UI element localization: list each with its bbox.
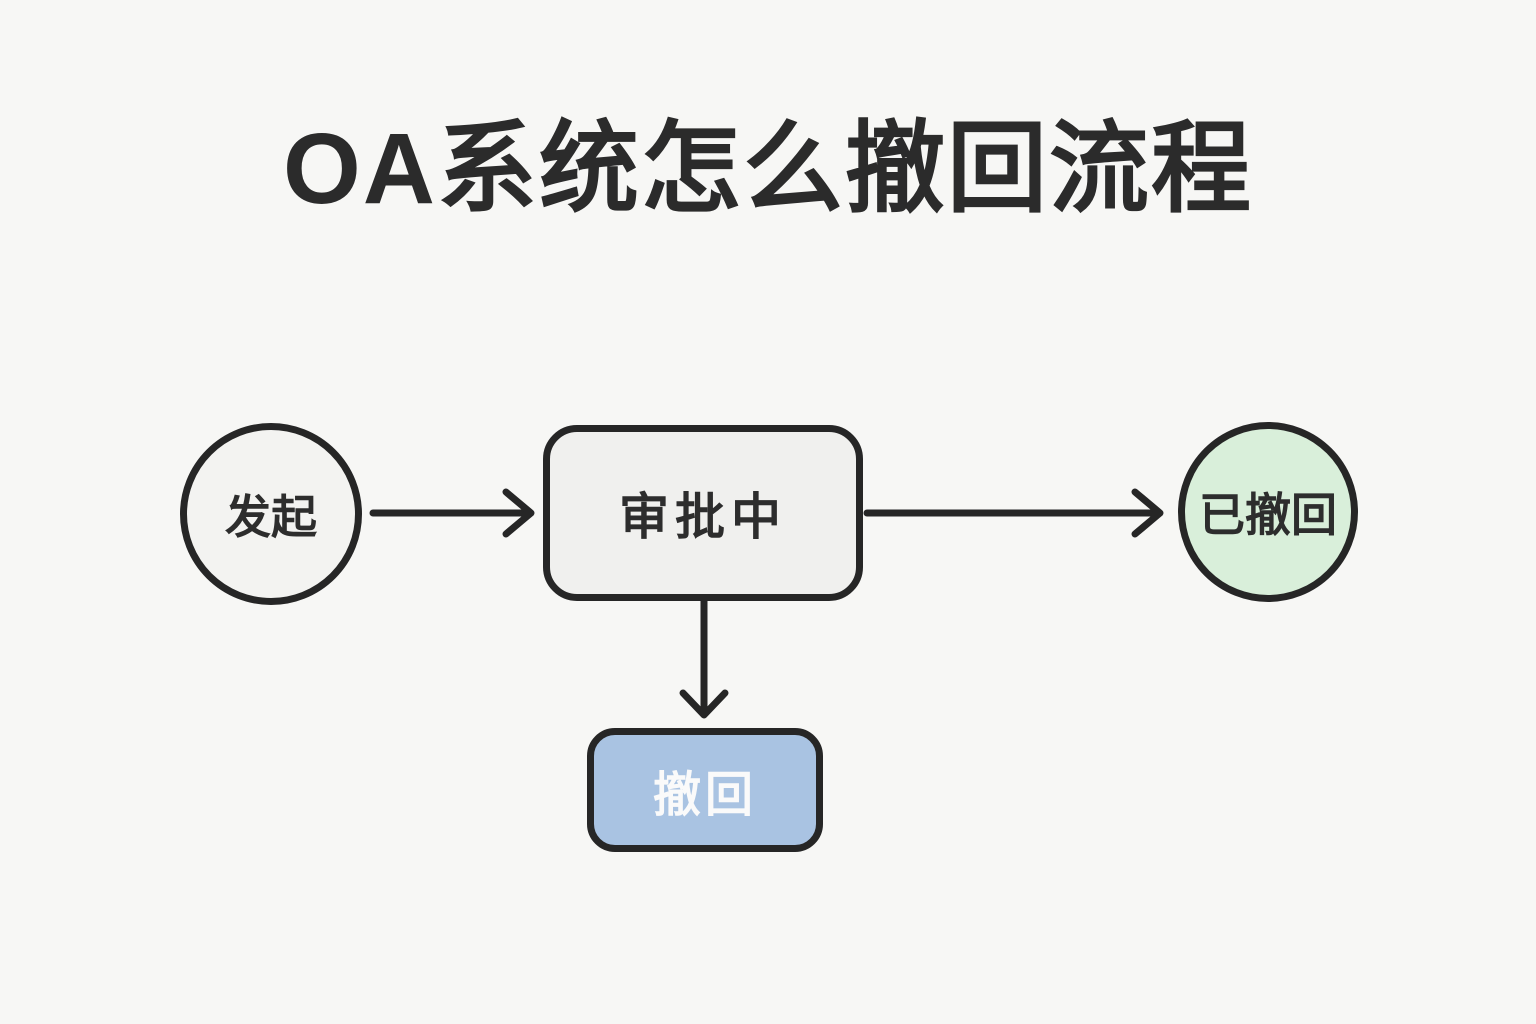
arrow-approving-to-withdrawn — [863, 488, 1164, 538]
node-initiate: 发起 — [180, 423, 362, 605]
node-approving-label: 审批中 — [619, 489, 787, 545]
arrow-approving-to-withdraw — [679, 597, 729, 719]
page-title: OA系统怎么撤回流程 — [283, 113, 1253, 225]
arrow-start-to-approving — [369, 488, 535, 538]
node-withdraw: 撤回 — [587, 728, 823, 852]
node-withdrawn-label: 已撤回 — [1199, 489, 1337, 541]
node-initiate-label: 发起 — [225, 491, 317, 543]
node-approving: 审批中 — [543, 425, 863, 601]
node-withdraw-label: 撤回 — [652, 769, 757, 822]
node-withdrawn: 已撤回 — [1178, 422, 1358, 602]
